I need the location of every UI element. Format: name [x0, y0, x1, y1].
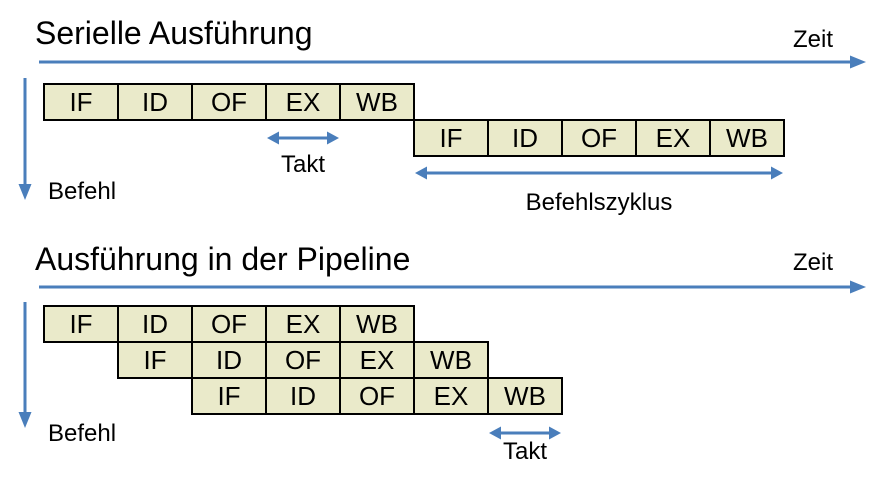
stage-cell-ex: EX	[635, 119, 711, 157]
stage-cell-wb: WB	[339, 83, 415, 121]
stage-cell-ex: EX	[413, 377, 489, 415]
serial-time-axis-label: Zeit	[793, 26, 834, 53]
stage-cell-ex: EX	[339, 341, 415, 379]
stage-cell-of: OF	[339, 377, 415, 415]
time-axis-arrow-icon	[39, 280, 866, 294]
stage-cell-id: ID	[265, 377, 341, 415]
stage-cell-wb: WB	[487, 377, 563, 415]
serial-takt-label: Takt	[280, 151, 325, 178]
pipeline-instruction-axis-label: Befehl	[48, 420, 117, 447]
serial-instruction-1-row: IF ID OF EX WB	[43, 83, 415, 121]
stage-cell-wb: WB	[413, 341, 489, 379]
time-axis-arrow-icon	[39, 55, 866, 69]
pipeline-instruction-3-row: IF ID OF EX WB	[191, 377, 563, 415]
serial-instruction-axis-label: Befehl	[48, 178, 117, 205]
serial-section-title: Serielle Ausführung	[35, 15, 313, 51]
stage-cell-ex: EX	[265, 83, 341, 121]
stage-cell-ex: EX	[265, 305, 341, 343]
stage-cell-id: ID	[117, 83, 193, 121]
stage-cell-if: IF	[117, 341, 193, 379]
stage-cell-if: IF	[43, 305, 119, 343]
takt-span-arrow-icon	[489, 426, 561, 440]
stage-cell-wb: WB	[709, 119, 785, 157]
stage-cell-id: ID	[191, 341, 267, 379]
stage-cell-of: OF	[191, 83, 267, 121]
instruction-axis-arrow-icon	[18, 302, 32, 428]
pipeline-instruction-1-row: IF ID OF EX WB	[43, 305, 415, 343]
stage-cell-of: OF	[561, 119, 637, 157]
stage-cell-id: ID	[117, 305, 193, 343]
stage-cell-id: ID	[487, 119, 563, 157]
stage-cell-of: OF	[191, 305, 267, 343]
stage-cell-if: IF	[191, 377, 267, 415]
serial-befehlszyklus-label: Befehlszyklus	[525, 189, 673, 216]
pipeline-section-title: Ausführung in der Pipeline	[35, 241, 411, 277]
takt-span-arrow-icon	[267, 131, 339, 145]
pipeline-instruction-2-row: IF ID OF EX WB	[117, 341, 489, 379]
pipeline-takt-label: Takt	[502, 438, 547, 465]
serial-instruction-2-row: IF ID OF EX WB	[413, 119, 785, 157]
stage-cell-of: OF	[265, 341, 341, 379]
befehlszyklus-span-arrow-icon	[415, 166, 783, 180]
pipeline-time-axis-label: Zeit	[793, 249, 834, 276]
stage-cell-if: IF	[413, 119, 489, 157]
instruction-axis-arrow-icon	[18, 78, 32, 200]
stage-cell-wb: WB	[339, 305, 415, 343]
stage-cell-if: IF	[43, 83, 119, 121]
